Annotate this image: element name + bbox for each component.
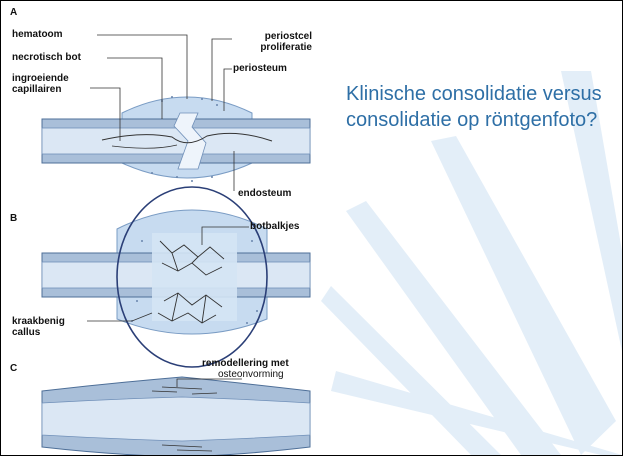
label-ingroeiende-capillairen: ingroeiende capillairen <box>12 73 69 95</box>
label-botbalkjes: botbalkjes <box>250 221 300 232</box>
label-periostcel-proliferatie: periostcel proliferatie <box>260 31 312 53</box>
label-osteonvorming: osteonvorming <box>218 369 284 380</box>
panel-a-drawing <box>41 96 311 182</box>
panel-label-a: A <box>10 7 18 18</box>
label-endosteum: endosteum <box>238 188 292 199</box>
label-kraakbenig-callus: kraakbenig callus <box>12 316 65 338</box>
panel-c-drawing <box>41 376 311 455</box>
fracture-healing-figure: A B C hematoom necrotisch bot ingroeiend… <box>2 1 316 455</box>
panel-label-c: C <box>10 363 18 374</box>
label-necrotisch-bot: necrotisch bot <box>12 52 81 63</box>
label-remodellering: remodellering met <box>202 358 289 369</box>
label-hematoom: hematoom <box>12 29 63 40</box>
bone-illustration <box>41 34 311 455</box>
label-periosteum: periosteum <box>233 63 287 74</box>
panel-b-drawing <box>41 186 311 368</box>
panel-label-b: B <box>10 213 18 224</box>
highlight-ellipse <box>116 186 268 368</box>
question-text: Klinische consolidatie versus consolidat… <box>346 83 602 131</box>
